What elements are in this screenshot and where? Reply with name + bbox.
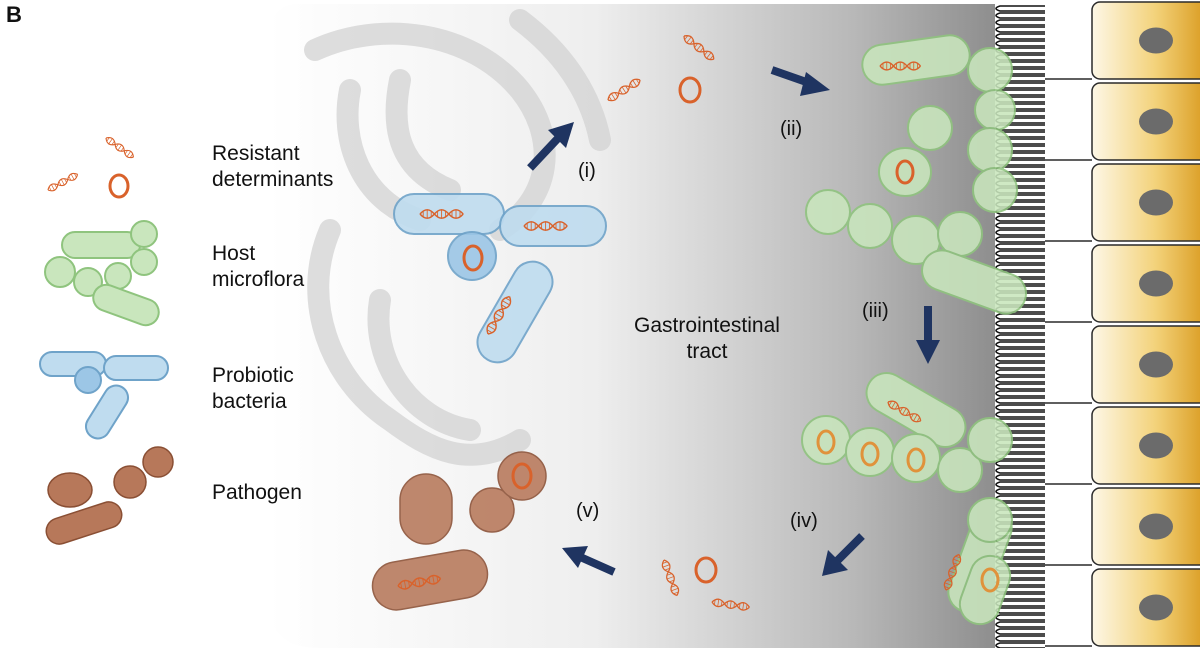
- host-microflora-cluster: [805, 34, 1027, 315]
- legend-label-host: Host microflora: [212, 242, 305, 291]
- pathogen-cluster: [371, 451, 547, 611]
- legend-resistant-icon: [45, 134, 137, 199]
- legend-host-icon: [44, 220, 160, 327]
- cell-nucleus: [1139, 270, 1173, 297]
- epithelial-cells: [1045, 1, 1200, 647]
- step-arrows: [527, 66, 940, 576]
- legend-label-resistant: Resistant determinants: [212, 142, 334, 191]
- released-determinants-top: [605, 32, 718, 105]
- arrow-step-ii: [770, 66, 830, 96]
- step-label-ii: (ii): [780, 118, 803, 140]
- step-label-v: (v): [576, 500, 600, 522]
- host-microflora-transformed-cargo: [816, 397, 1000, 593]
- cell-nucleus: [1139, 189, 1173, 216]
- cell-nucleus: [1139, 513, 1173, 540]
- gut-lumen: [268, 4, 995, 648]
- stomach-outline: [304, 9, 611, 466]
- step-label-iii: (iii): [862, 300, 889, 322]
- pathogen-cargo: [396, 462, 533, 592]
- cell-nucleus: [1139, 432, 1173, 459]
- legend-probiotic-icon: [39, 351, 169, 440]
- host-microflora-transformed: [801, 372, 1013, 626]
- panel-letter: B: [6, 2, 22, 27]
- step-label-iv: (iv): [790, 510, 818, 532]
- arrow-step-iii: [916, 306, 940, 364]
- cell-nucleus: [1139, 351, 1173, 378]
- host-microflora-cargo: [879, 60, 922, 185]
- legend-label-pathogen: Pathogen: [212, 481, 302, 504]
- cell-nucleus: [1139, 108, 1173, 135]
- arrow-step-iv: [822, 533, 865, 576]
- released-determinants-bottom: [659, 556, 751, 613]
- cell-nucleus: [1139, 594, 1173, 621]
- arrow-step-i: [527, 122, 574, 171]
- probiotic-cluster: [393, 193, 607, 364]
- legend-pathogen-icon: [45, 446, 174, 545]
- legend-label-probiotic: Probiotic bacteria: [212, 364, 294, 413]
- arrow-step-v: [562, 546, 616, 576]
- gastrointestinal-tract-label: Gastrointestinal tract: [634, 314, 780, 363]
- step-label-i: (i): [578, 160, 596, 182]
- cell-nucleus: [1139, 27, 1173, 54]
